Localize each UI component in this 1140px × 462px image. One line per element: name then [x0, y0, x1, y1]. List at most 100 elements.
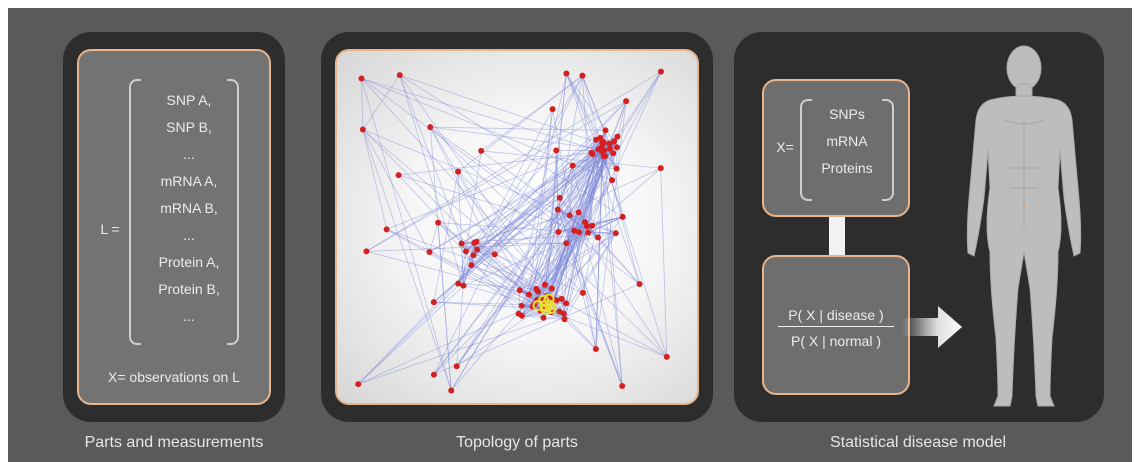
- network-edge: [386, 228, 552, 313]
- network-edge: [476, 108, 553, 250]
- network-edge: [437, 222, 544, 307]
- network-edge: [433, 301, 535, 306]
- network-edge: [572, 165, 617, 169]
- list-item: SNP B,: [166, 119, 212, 135]
- network-edge: [603, 142, 623, 387]
- x-prefix: X=: [776, 139, 794, 155]
- network-edge: [429, 143, 610, 253]
- network-edge: [429, 251, 533, 308]
- network-node: [553, 147, 560, 154]
- network-edge: [521, 165, 574, 316]
- network-node: [426, 248, 433, 255]
- human-body-icon: [966, 45, 1082, 407]
- network-node: [579, 289, 586, 296]
- network-edge: [430, 126, 606, 131]
- network-node: [589, 150, 596, 157]
- network-edge: [544, 215, 571, 285]
- network-edge: [537, 225, 588, 292]
- network-edge: [386, 228, 552, 289]
- network-node: [582, 219, 589, 226]
- network-edge: [556, 209, 559, 301]
- list-item: SNPs: [829, 106, 865, 122]
- network-edge: [557, 209, 623, 387]
- network-edge: [578, 231, 616, 234]
- network-edge: [457, 241, 477, 284]
- parts-caption: Parts and measurements: [84, 434, 264, 451]
- topology-panel: [321, 32, 713, 422]
- network-edge: [582, 75, 614, 154]
- network-edge: [471, 254, 495, 266]
- network-node: [491, 251, 498, 258]
- network-node: [592, 346, 599, 353]
- network-edge: [532, 225, 588, 308]
- network-edge: [386, 228, 544, 319]
- network-edge: [536, 225, 593, 301]
- network-edge: [546, 150, 557, 303]
- network-node: [663, 353, 670, 360]
- network-edge: [544, 209, 559, 285]
- network-node: [575, 229, 582, 236]
- network-node: [566, 212, 573, 219]
- network-edge: [553, 148, 611, 300]
- network-node: [599, 139, 606, 146]
- parts-panel: L = SNP A, SNP B, ... mRNA A, mRNA B, ..…: [63, 32, 285, 422]
- network-edge: [476, 232, 616, 243]
- network-node: [560, 310, 567, 317]
- network-edge: [518, 311, 552, 315]
- network-node: [541, 281, 548, 288]
- network-edge: [357, 285, 464, 385]
- network-edge: [559, 139, 597, 199]
- right-bracket: [227, 79, 239, 345]
- network-edge: [572, 165, 588, 227]
- list-prefix: L =: [100, 221, 120, 237]
- network-edge: [430, 126, 580, 233]
- network-edge: [566, 73, 603, 144]
- network-edge: [476, 216, 623, 250]
- network-edge: [399, 74, 464, 286]
- network-edge: [595, 149, 604, 350]
- network-edge: [587, 148, 601, 233]
- network-node: [396, 72, 403, 79]
- network-edge: [592, 130, 606, 155]
- network-edge: [480, 150, 599, 238]
- network-node: [594, 234, 601, 241]
- network-node: [478, 147, 485, 154]
- network-node: [474, 246, 481, 253]
- network-node: [470, 252, 477, 259]
- model-panel: X= SNPs mRNA Proteins P( X | disease ) P…: [734, 32, 1104, 422]
- network-node: [427, 124, 434, 131]
- network-edge: [433, 221, 586, 375]
- network-edge: [433, 75, 583, 375]
- network-edge: [461, 243, 464, 286]
- parts-list: SNP A, SNP B, ... mRNA A, mRNA B, ... Pr…: [141, 87, 237, 330]
- network-edge: [433, 197, 561, 303]
- network-edge: [456, 141, 615, 367]
- network-edge: [519, 289, 535, 306]
- network-edge: [592, 130, 606, 155]
- network-edge: [494, 214, 570, 255]
- network-edge: [476, 241, 560, 312]
- network-node: [602, 153, 609, 160]
- network-edge: [456, 152, 592, 367]
- network-node: [533, 285, 540, 292]
- network-edge: [617, 100, 627, 137]
- network-edge: [563, 137, 601, 314]
- network-node: [636, 281, 643, 288]
- network-edge: [543, 73, 567, 309]
- network-node: [614, 133, 621, 140]
- network-edge: [494, 254, 584, 294]
- network-edge: [546, 295, 597, 350]
- network-edge: [521, 313, 564, 317]
- network-edge: [366, 242, 567, 252]
- network-edge: [578, 142, 603, 233]
- network-edge: [569, 149, 604, 216]
- network-node: [471, 239, 478, 246]
- network-node: [430, 371, 437, 378]
- network-node: [548, 285, 555, 292]
- left-bracket: [800, 99, 812, 201]
- network-edge: [566, 73, 640, 285]
- network-node: [359, 126, 366, 133]
- network-edge: [457, 265, 472, 284]
- network-edge: [437, 222, 452, 391]
- network-edge: [399, 74, 623, 218]
